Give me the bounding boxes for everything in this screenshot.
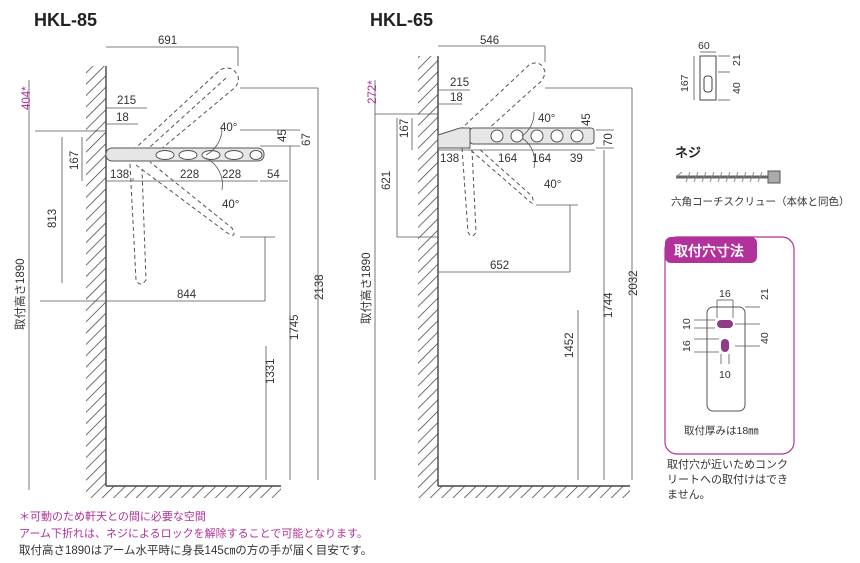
hkl65-dim-40b: 40° <box>544 179 561 191</box>
hkl85-dim-844: 844 <box>177 289 197 301</box>
hkl65-dim-70: 70 <box>603 133 615 146</box>
hkl65-dim-1452: 1452 <box>564 332 576 358</box>
hkl85-lowered-arm <box>135 161 235 236</box>
hkl65-dim-18: 18 <box>450 92 463 104</box>
hkl85-dim-228a: 228 <box>180 169 199 181</box>
hkl85-title: HKL-85 <box>34 10 97 30</box>
holes-dim-21: 21 <box>759 288 771 300</box>
hkl85-floor <box>86 486 281 498</box>
hkl85-wall <box>86 66 106 486</box>
note-fold-down: アーム下折れは、ネジによるロックを解除することで可能となります。 <box>19 528 368 540</box>
hkl85-dim-404: 404* <box>21 86 33 110</box>
hkl85-dim-18: 18 <box>116 112 129 124</box>
hkl85-dim-67: 67 <box>301 133 313 146</box>
side-note-line-1: 取付穴が近いためコンク <box>667 459 788 471</box>
side-note-line-3: ません。 <box>667 489 711 501</box>
holes-title: 取付穴寸法 <box>674 243 744 259</box>
note-height: 取付高さ1890はアーム水平時に身長145㎝の方の手が届く目安です。 <box>19 545 373 557</box>
holes-dim-16a: 16 <box>719 288 731 300</box>
hkl65-dim-272: 272* <box>367 80 379 104</box>
hole-dimensions-box: 取付穴寸法 16 21 10 40 16 10 取付厚みは18㎜ <box>664 236 795 455</box>
hkl65-dim-1744: 1744 <box>603 292 615 318</box>
hkl85-raised-arm <box>127 67 239 161</box>
hkl65-dim-45: 45 <box>581 113 593 126</box>
hkl85-dim-45: 45 <box>277 129 289 142</box>
hkl65-dim-167: 167 <box>399 119 411 138</box>
hkl65-wall <box>418 56 438 486</box>
upper-hole <box>717 320 733 328</box>
bracket-detail: 60 21 167 40 <box>679 40 743 101</box>
hkl85-dim-215: 215 <box>117 95 136 107</box>
hkl85-dim-54: 54 <box>267 169 280 181</box>
holes-dim-16b: 16 <box>681 340 693 352</box>
hkl85-dim-167: 167 <box>69 151 81 170</box>
bracket-dim-40: 40 <box>731 82 743 94</box>
hkl65-dim-546: 546 <box>480 35 499 47</box>
hkl85-dim-1745: 1745 <box>289 314 301 340</box>
hkl65-floor <box>418 486 630 498</box>
lower-hole <box>721 339 729 352</box>
hkl85-dim-138: 138 <box>110 169 129 181</box>
screw-icon <box>675 170 781 184</box>
holes-dim-10b: 10 <box>719 369 731 381</box>
hkl65-title: HKL-65 <box>370 10 433 30</box>
holes-dim-40: 40 <box>759 332 771 344</box>
side-note: 取付穴が近いためコンク リートへの取付けはでき ません。 <box>667 458 788 503</box>
hkl85-dim-1890: 取付高さ1890 <box>13 258 27 330</box>
note-clearance: ＊可動のため軒天との間に必要な空間 <box>19 511 206 523</box>
hkl65-dim-138: 138 <box>440 153 459 165</box>
hkl85-dim-40b: 40° <box>222 199 239 211</box>
hkl85-dim-691: 691 <box>158 35 177 47</box>
hkl65-dim-1890: 取付高さ1890 <box>359 252 373 324</box>
hkl65-dim-621: 621 <box>381 171 393 190</box>
hkl65-raised-arm <box>459 62 546 141</box>
side-note-line-2: リートへの取付けはでき <box>667 474 788 486</box>
hkl85-dim-2138: 2138 <box>314 274 326 300</box>
bracket-dim-167: 167 <box>679 74 691 92</box>
hkl65-diagram: HKL-65 <box>359 10 640 498</box>
hkl65-dim-2032: 2032 <box>628 270 640 296</box>
holes-thickness: 取付厚みは18㎜ <box>684 424 759 437</box>
hkl65-dim-652: 652 <box>490 260 509 272</box>
screw-detail: ネジ 六角コーチスクリュー（本体と同色） <box>671 145 850 208</box>
hkl85-dim-40a: 40° <box>220 122 237 134</box>
hkl85-dim-228b: 228 <box>222 169 241 181</box>
hkl65-dim-215: 215 <box>450 77 469 89</box>
mounting-plate <box>706 306 746 412</box>
holes-dim-10a: 10 <box>681 318 693 330</box>
hkl65-dim-39: 39 <box>570 153 583 165</box>
screw-title: ネジ <box>675 145 701 160</box>
hkl65-dim-164b: 164 <box>532 153 552 165</box>
hkl65-dim-164a: 164 <box>498 153 518 165</box>
bracket-dim-60: 60 <box>698 40 710 52</box>
hkl65-dim-40a: 40° <box>538 113 555 125</box>
hkl85-dim-813: 813 <box>47 209 59 228</box>
hkl85-dim-1331: 1331 <box>265 358 277 384</box>
hkl85-diagram: HKL-85 <box>13 10 326 498</box>
screw-caption: 六角コーチスクリュー（本体と同色） <box>671 195 850 208</box>
bracket-dim-21: 21 <box>731 54 743 66</box>
